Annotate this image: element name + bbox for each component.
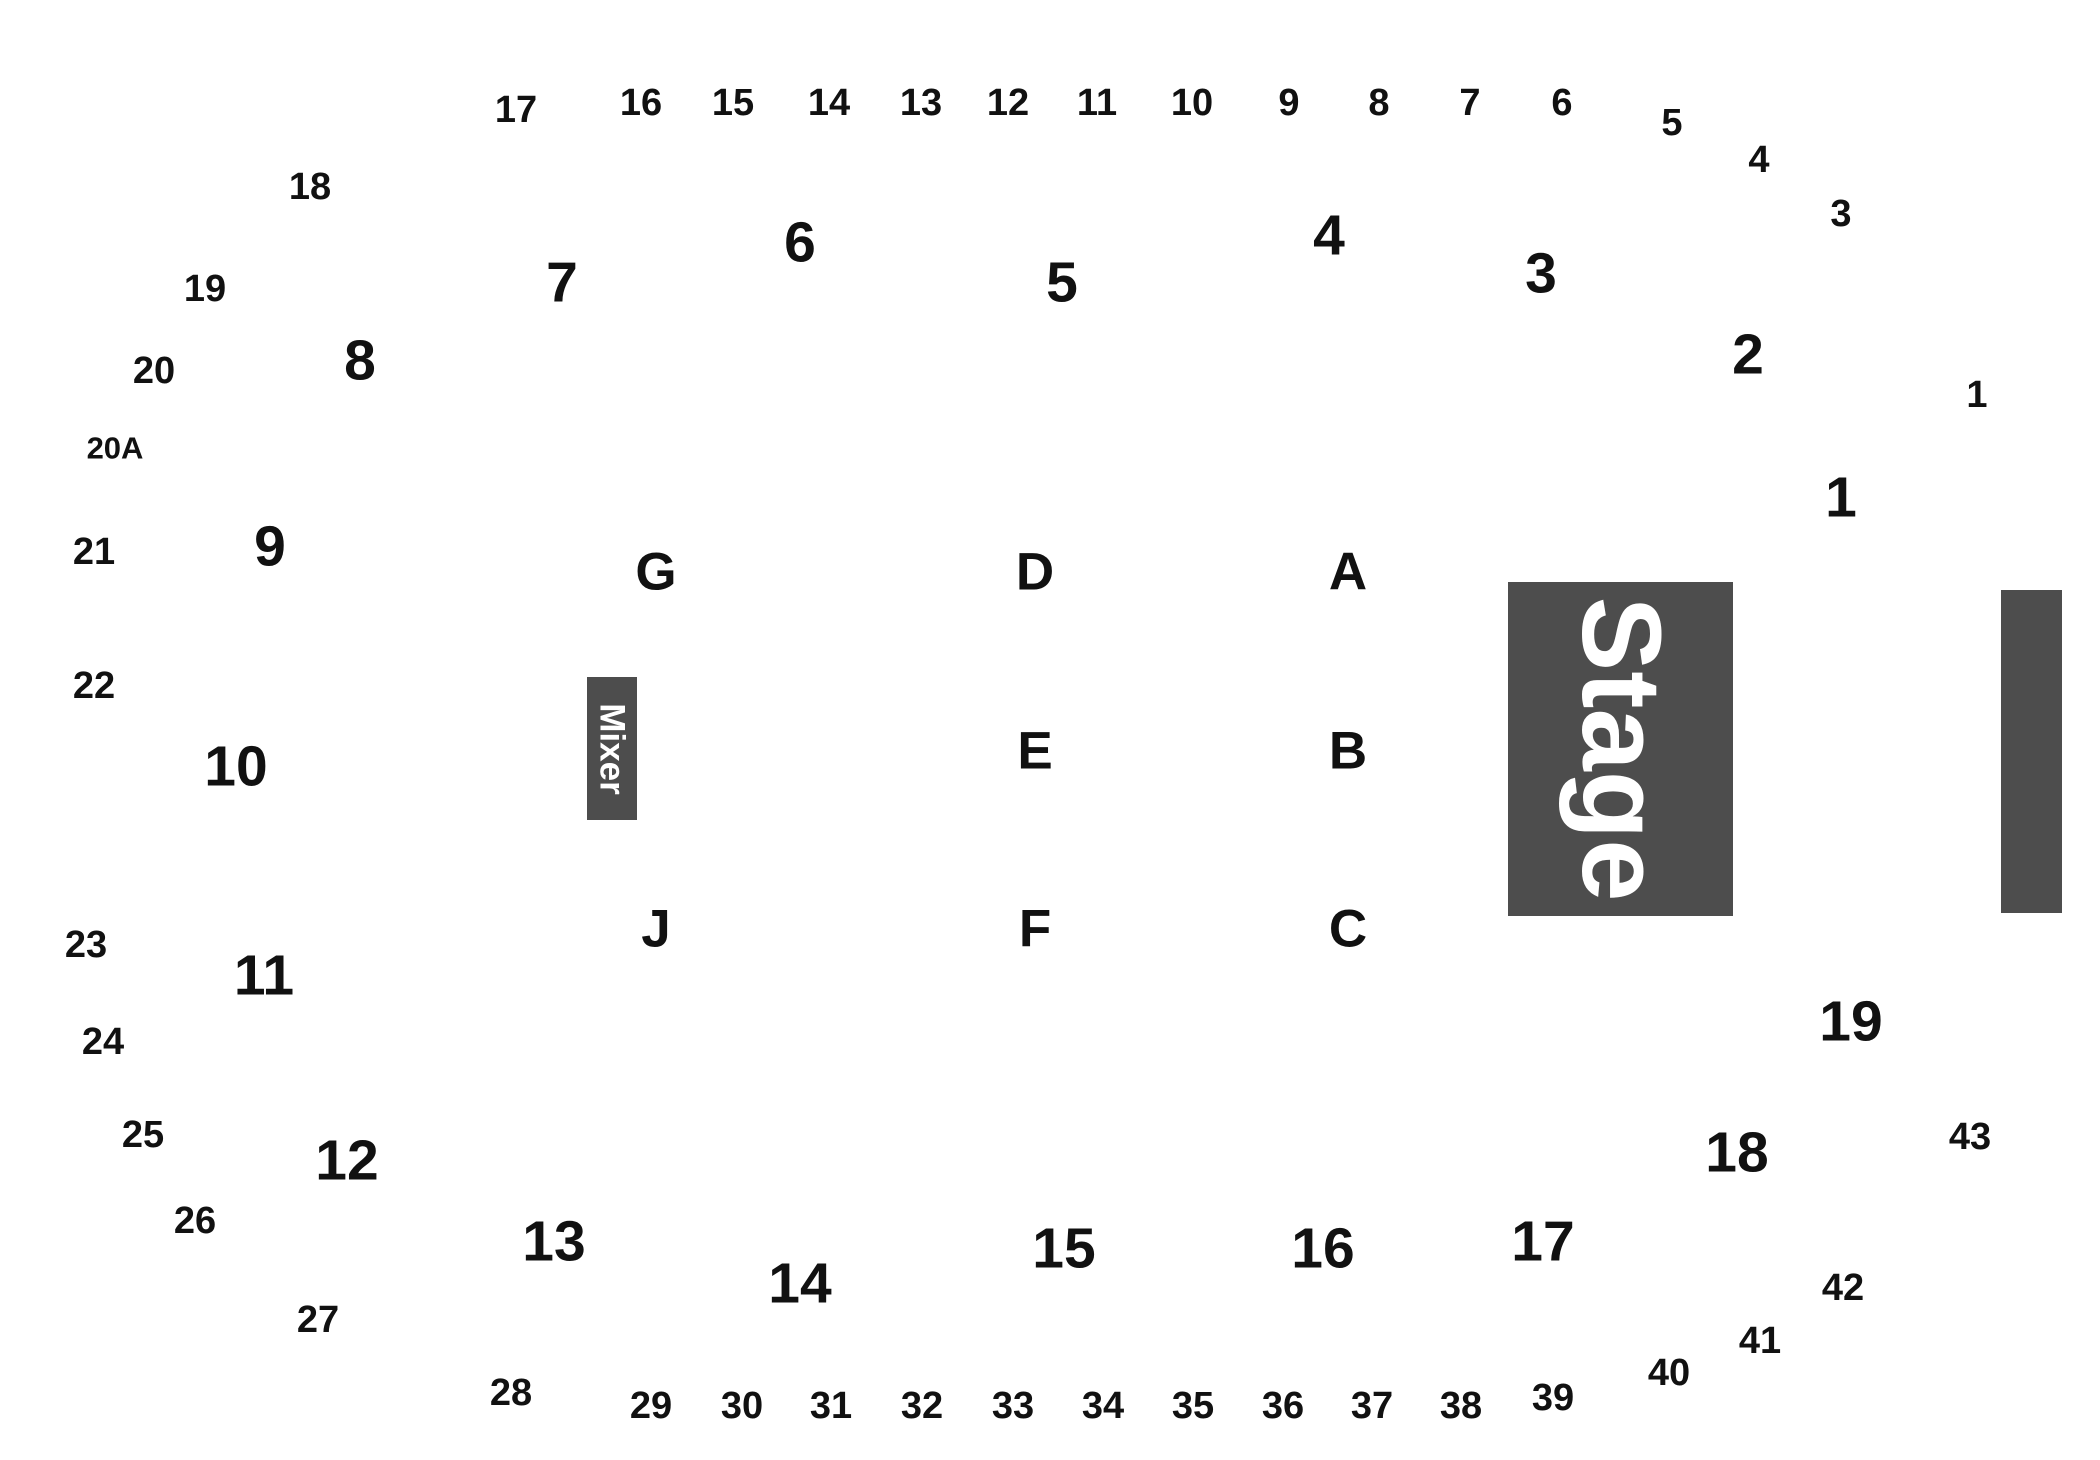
upper-section-23[interactable]: 23	[64, 924, 108, 966]
lower-section-3[interactable]: 3	[1525, 241, 1557, 306]
upper-section-24[interactable]: 24	[81, 1021, 125, 1063]
upper-section-16[interactable]: 16	[619, 82, 663, 124]
floor-section-j[interactable]: J	[641, 899, 671, 959]
lower-section-1[interactable]: 1	[1825, 465, 1857, 530]
upper-section-8[interactable]: 8	[1368, 82, 1390, 124]
floor-section-c[interactable]: C	[1328, 899, 1368, 959]
floor-section-d[interactable]: D	[1015, 542, 1055, 602]
upper-section-27[interactable]: 27	[296, 1299, 340, 1341]
upper-section-38[interactable]: 38	[1439, 1385, 1483, 1427]
stage[interactable]: Stage	[1508, 582, 1733, 916]
upper-section-34[interactable]: 34	[1081, 1385, 1125, 1427]
upper-section-37[interactable]: 37	[1350, 1385, 1394, 1427]
lower-section-8[interactable]: 8	[344, 328, 376, 393]
upper-section-11[interactable]: 11	[1076, 82, 1118, 124]
lower-section-12[interactable]: 12	[315, 1128, 379, 1193]
upper-section-18[interactable]: 18	[288, 166, 332, 208]
lower-section-18[interactable]: 18	[1705, 1120, 1769, 1185]
upper-section-42[interactable]: 42	[1821, 1267, 1865, 1309]
upper-section-13[interactable]: 13	[899, 82, 943, 124]
upper-section-15[interactable]: 15	[711, 82, 755, 124]
upper-section-43[interactable]: 43	[1948, 1116, 1992, 1158]
mixer-label: Mixer	[592, 702, 632, 795]
upper-section-31[interactable]: 31	[809, 1385, 853, 1427]
upper-section-35[interactable]: 35	[1171, 1385, 1215, 1427]
lower-section-14[interactable]: 14	[768, 1251, 832, 1316]
upper-section-6[interactable]: 6	[1551, 82, 1573, 124]
upper-section-40[interactable]: 40	[1647, 1352, 1691, 1394]
upper-section-1[interactable]: 1	[1966, 374, 1988, 416]
upper-section-14[interactable]: 14	[807, 82, 851, 124]
upper-section-25[interactable]: 25	[121, 1114, 165, 1156]
upper-section-17[interactable]: 17	[494, 89, 538, 131]
lower-section-16[interactable]: 16	[1291, 1216, 1355, 1281]
upper-section-39[interactable]: 39	[1531, 1377, 1575, 1419]
upper-section-32[interactable]: 32	[900, 1385, 944, 1427]
lower-section-6[interactable]: 6	[784, 210, 816, 275]
upper-section-26[interactable]: 26	[173, 1200, 217, 1242]
lower-section-7[interactable]: 7	[546, 250, 578, 315]
lower-section-10[interactable]: 10	[204, 734, 268, 799]
floor-section-e[interactable]: E	[1017, 721, 1053, 781]
lower-section-4[interactable]: 4	[1313, 203, 1345, 268]
floor-section-b[interactable]: B	[1328, 721, 1368, 781]
upper-section-20a[interactable]: 20A	[86, 430, 144, 466]
upper-section-36[interactable]: 36	[1261, 1385, 1305, 1427]
upper-section-9[interactable]: 9	[1278, 82, 1300, 124]
mixer: Mixer	[587, 677, 637, 820]
upper-section-30[interactable]: 30	[720, 1385, 764, 1427]
upper-section-28[interactable]: 28	[489, 1372, 533, 1414]
side-stage-panel	[2001, 590, 2062, 913]
upper-section-10[interactable]: 10	[1170, 82, 1214, 124]
floor-section-a[interactable]: A	[1328, 542, 1368, 602]
floor-section-g[interactable]: G	[635, 542, 677, 602]
upper-section-7[interactable]: 7	[1459, 82, 1481, 124]
floor-section-f[interactable]: F	[1018, 899, 1052, 959]
upper-section-5[interactable]: 5	[1661, 102, 1683, 144]
upper-section-41[interactable]: 41	[1738, 1320, 1782, 1362]
lower-section-11[interactable]: 11	[233, 943, 295, 1008]
upper-section-19[interactable]: 19	[183, 268, 227, 310]
upper-section-3[interactable]: 3	[1830, 193, 1852, 235]
lower-section-19[interactable]: 19	[1819, 989, 1883, 1054]
upper-section-12[interactable]: 12	[986, 82, 1030, 124]
lower-section-9[interactable]: 9	[254, 514, 286, 579]
stage-label: Stage	[1558, 596, 1684, 902]
lower-section-13[interactable]: 13	[522, 1209, 586, 1274]
lower-section-5[interactable]: 5	[1046, 250, 1078, 315]
upper-section-20[interactable]: 20	[132, 350, 176, 392]
upper-section-4[interactable]: 4	[1748, 139, 1770, 181]
upper-section-33[interactable]: 33	[991, 1385, 1035, 1427]
lower-section-2[interactable]: 2	[1732, 322, 1764, 387]
upper-section-22[interactable]: 22	[72, 665, 116, 707]
lower-section-17[interactable]: 17	[1511, 1209, 1575, 1274]
upper-section-21[interactable]: 21	[72, 531, 116, 573]
lower-section-15[interactable]: 15	[1032, 1216, 1096, 1281]
upper-section-29[interactable]: 29	[629, 1385, 673, 1427]
